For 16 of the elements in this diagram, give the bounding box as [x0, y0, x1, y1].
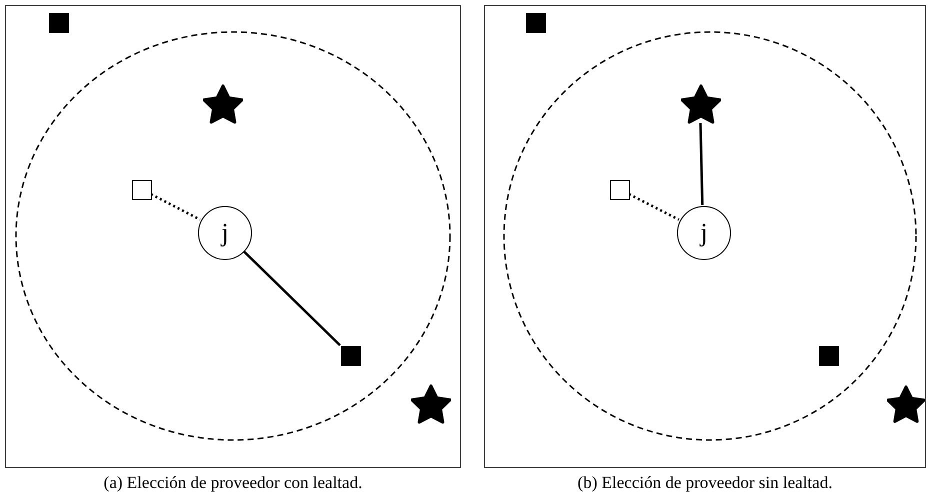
connector-line [699, 122, 704, 206]
filled-square [49, 13, 69, 33]
node-label: j [221, 220, 229, 246]
empty-square [610, 180, 630, 200]
filled-square [341, 346, 361, 366]
dotted-line [628, 193, 680, 221]
filled-square [526, 13, 546, 33]
dotted-line [150, 193, 201, 221]
node-label: j [700, 220, 708, 246]
node-caption: (b) Elección de proveedor sin lealtad. [576, 473, 834, 493]
empty-square [132, 180, 152, 200]
connector-line [242, 250, 341, 346]
filled-square [819, 346, 839, 366]
node-circle [677, 206, 731, 260]
node-circle [198, 206, 252, 260]
node-caption: (a) Elección de proveedor con lealtad. [102, 473, 364, 493]
